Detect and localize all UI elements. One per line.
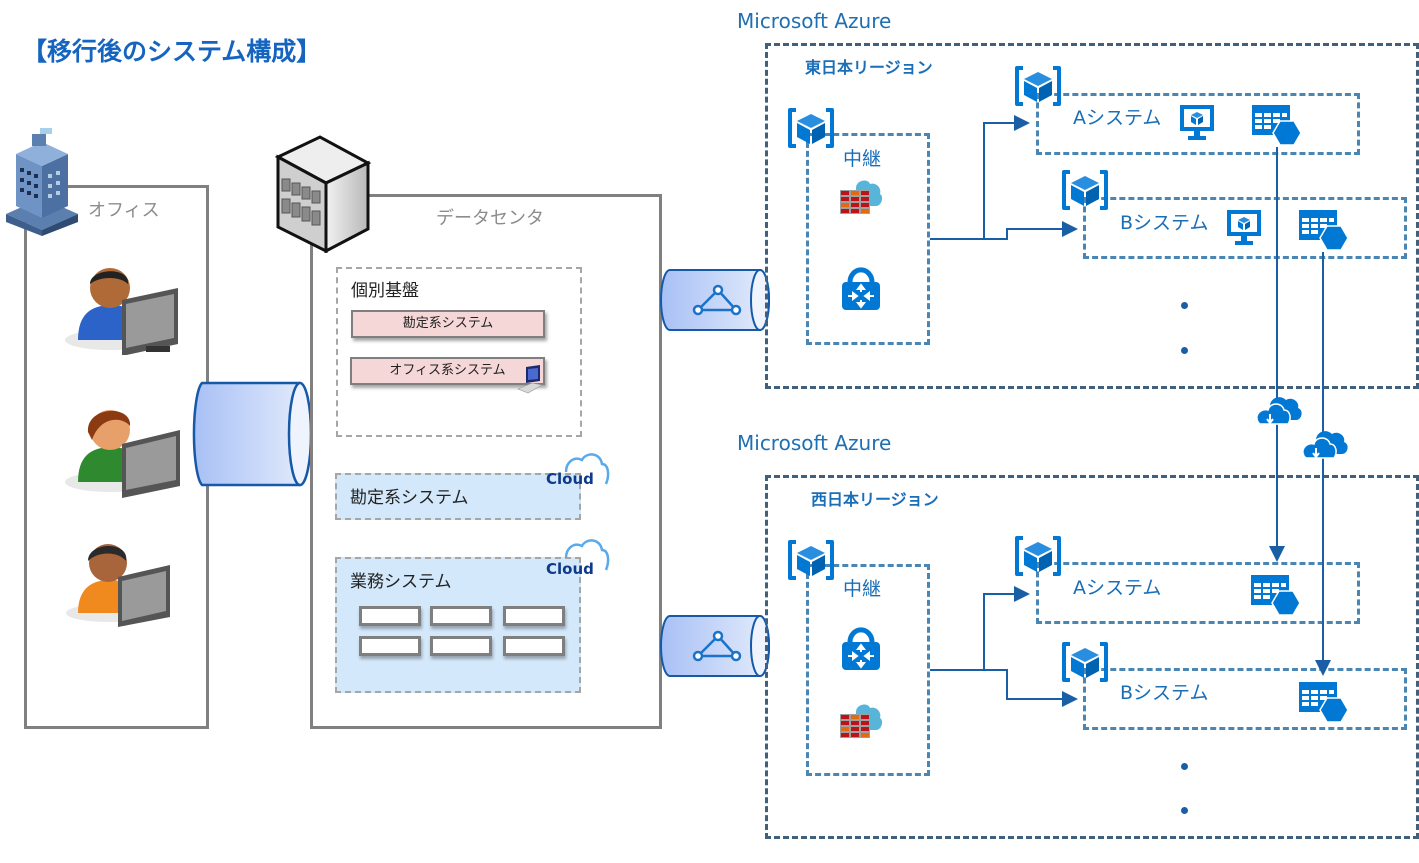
- ellipsis-dot: [1181, 807, 1188, 814]
- individual-infra-label: 個別基盤: [351, 281, 419, 301]
- business-module: [503, 606, 565, 626]
- user-computer-icon: [66, 544, 170, 627]
- cloud-accounting-box: [335, 473, 581, 520]
- datacenter-building-icon: [274, 135, 372, 253]
- ellipsis-dot: [1181, 302, 1188, 309]
- ellipsis-dot: [1181, 347, 1188, 354]
- user-computer-icon: [65, 410, 180, 498]
- business-module: [359, 606, 421, 626]
- ellipsis-dot: [1181, 763, 1188, 770]
- cloud-business-label: 業務システム: [350, 572, 452, 592]
- page-title: 【移行後のシステム構成】: [22, 37, 322, 66]
- east-system-a-label: Aシステム: [1073, 107, 1162, 129]
- cloud-badge: Cloud: [546, 470, 594, 488]
- cloud-outline-icon: [564, 453, 610, 485]
- west-relay-box: [806, 564, 930, 776]
- cloud-sync-icon: [1301, 430, 1349, 459]
- west-relay-label: 中継: [843, 578, 882, 600]
- cloud-accounting-label: 勘定系システム: [350, 488, 469, 508]
- cloud-sync-icon: [1255, 396, 1303, 425]
- datacenter-label: データセンタ: [436, 208, 544, 229]
- individual-infra-box: [336, 267, 582, 437]
- west-system-b-box: [1083, 668, 1407, 730]
- cloud-outline-icon: [564, 539, 610, 571]
- west-system-a-label: Aシステム: [1073, 577, 1162, 599]
- azure-west-provider: Microsoft Azure: [737, 431, 892, 455]
- expressroute-east-icon: [660, 269, 770, 331]
- expressroute-west-icon: [660, 615, 770, 677]
- east-system-b-label: Bシステム: [1120, 212, 1209, 234]
- accounting-system-legacy: 勘定系システム: [351, 310, 545, 338]
- business-module: [503, 636, 565, 656]
- azure-east-provider: Microsoft Azure: [737, 9, 892, 33]
- azure-east-region-label: 東日本リージョン: [805, 58, 933, 77]
- business-module: [430, 636, 492, 656]
- azure-west-region-box: [765, 475, 1419, 839]
- datacenter-box: [310, 194, 662, 729]
- west-system-a-box: [1036, 562, 1360, 624]
- east-relay-label: 中継: [843, 148, 882, 170]
- network-connection-cylinder: [192, 381, 313, 487]
- east-system-a-box: [1036, 93, 1360, 155]
- office-label: オフィス: [88, 200, 160, 221]
- user-computer-icon: [65, 268, 178, 355]
- cloud-badge: Cloud: [546, 560, 594, 578]
- office-system-legacy: オフィス系システム: [350, 357, 545, 385]
- azure-west-region-label: 西日本リージョン: [811, 490, 939, 509]
- office-building-icon: [6, 128, 78, 236]
- business-module: [359, 636, 421, 656]
- azure-east-region-box: [765, 43, 1419, 389]
- west-system-b-label: Bシステム: [1120, 682, 1209, 704]
- east-system-b-box: [1083, 197, 1407, 259]
- laptop-icon: [517, 365, 543, 394]
- east-relay-box: [806, 133, 930, 345]
- business-module: [430, 606, 492, 626]
